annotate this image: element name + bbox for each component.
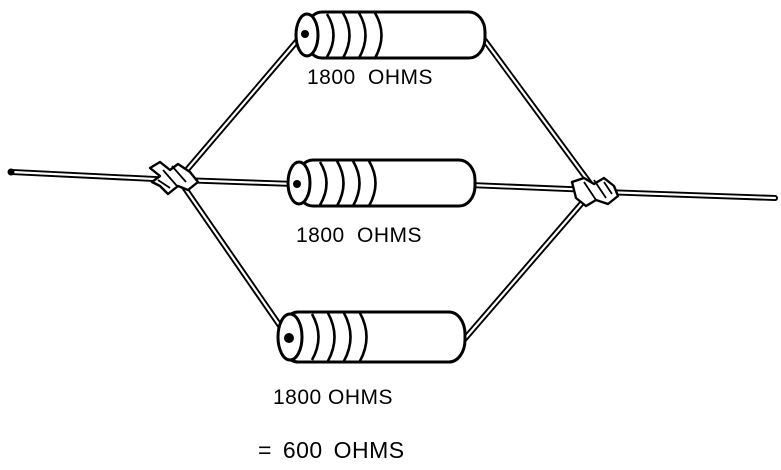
left-junction-twist: [148, 160, 200, 196]
left-branch-wires: [177, 31, 306, 339]
resistor-bottom-label: 1800 OHMS: [273, 386, 394, 409]
input-lead-wire: [7, 168, 178, 183]
resistor-top: [294, 10, 487, 60]
right-junction-twist: [570, 176, 620, 208]
resistor-bottom: [276, 310, 467, 364]
equivalent-resistance-label: = 600 OHMS: [258, 437, 405, 463]
resistor-top-label: 1800 OHMS: [307, 66, 434, 89]
output-lead-wire: [600, 189, 778, 201]
resistor-middle-label: 1800 OHMS: [296, 224, 423, 247]
right-branch-wires: [459, 31, 595, 345]
resistor-middle: [286, 158, 477, 208]
